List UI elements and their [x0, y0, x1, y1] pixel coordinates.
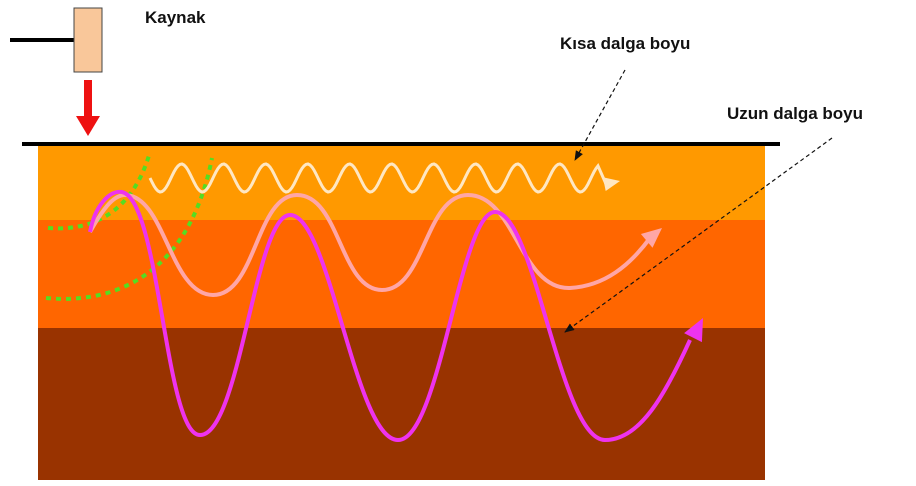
upper-layer [38, 144, 765, 220]
long-wavelength-pointer [564, 137, 833, 333]
long-wavelength-label: Uzun dalga boyu [727, 104, 863, 123]
medium-wavelength-wave [88, 192, 652, 298]
medium-wave-arrowhead [640, 228, 662, 248]
source-label: Kaynak [145, 8, 206, 27]
source-block [73, 7, 103, 73]
long-wave-arrowhead [684, 318, 703, 343]
impact-arrow [76, 80, 100, 136]
short-wavelength-wave [148, 162, 608, 194]
short-wave-arrowhead [602, 177, 620, 191]
wavefront-inner [47, 151, 152, 231]
wavefront-outer [45, 157, 214, 301]
long-wavelength-wave [88, 189, 692, 443]
short-wavelength-label: Kısa dalga boyu [560, 34, 691, 53]
short-wavelength-pointer [574, 69, 626, 161]
lower-layer [38, 328, 765, 480]
